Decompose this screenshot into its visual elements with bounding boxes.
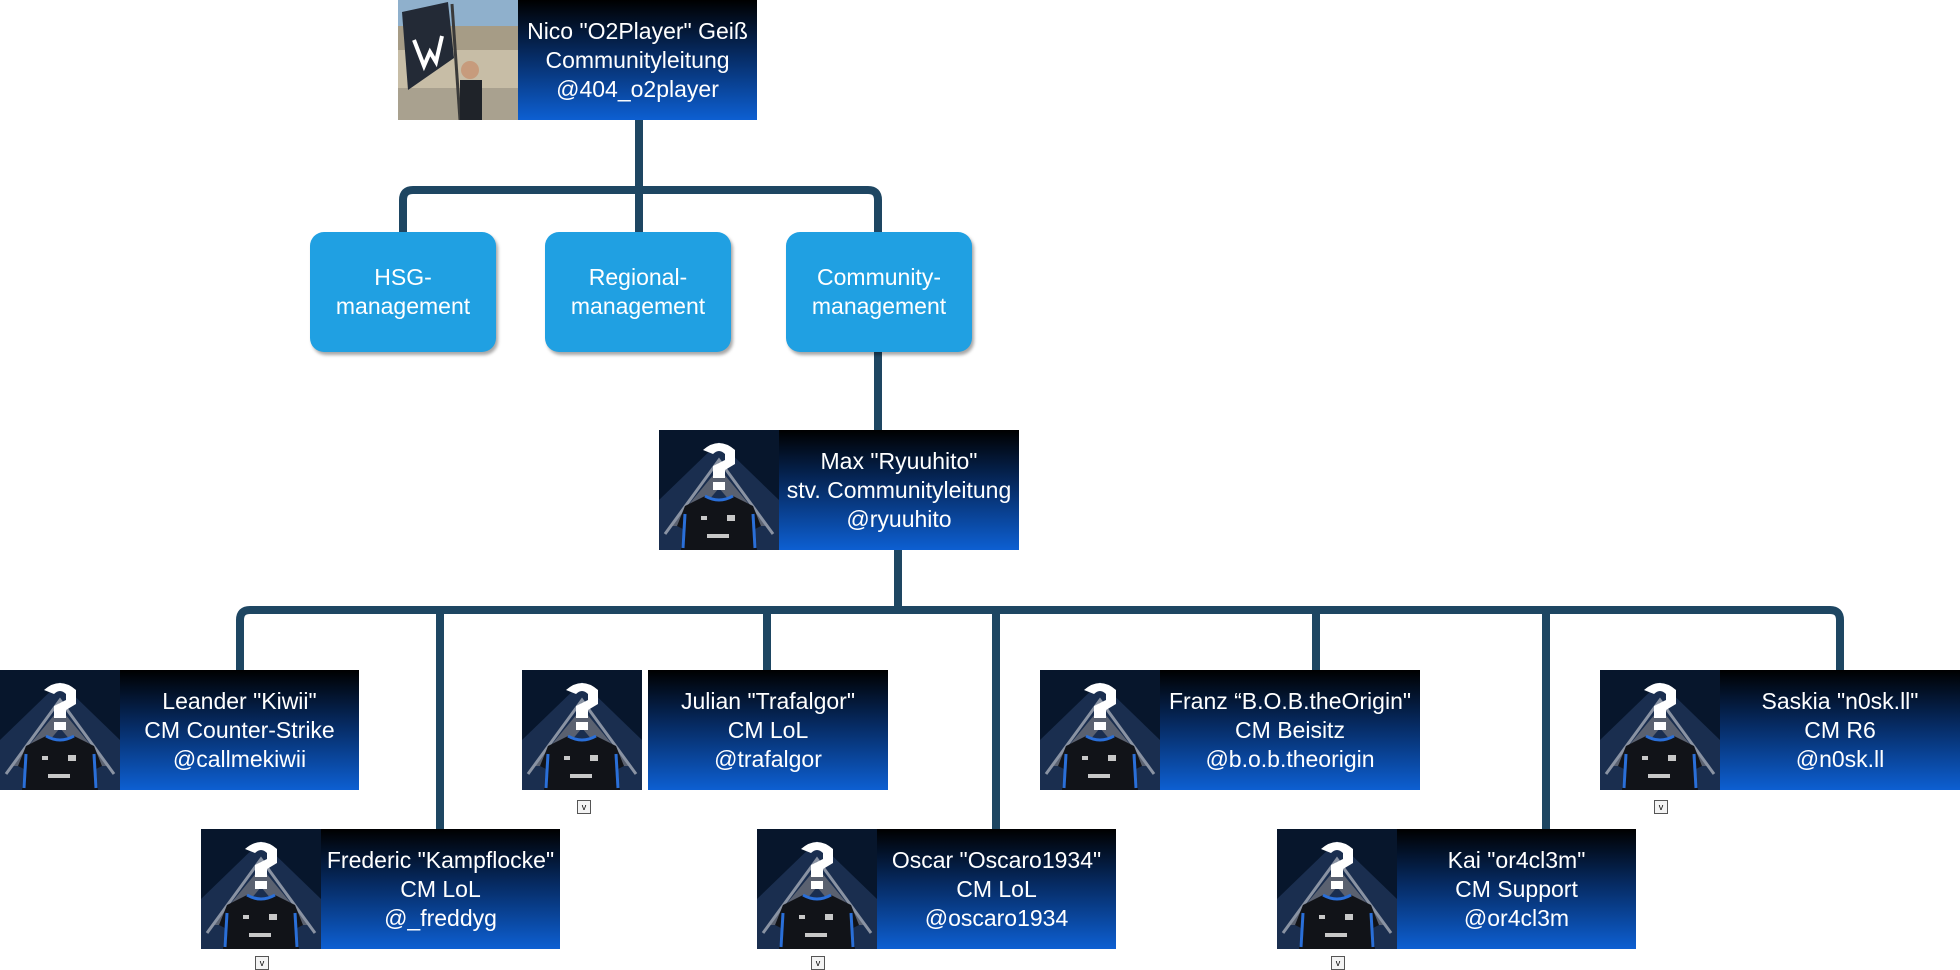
member-handle: @oscaro1934 [924,904,1069,931]
member-role: CM Counter-Strike [144,716,335,743]
member-card-frederic[interactable]: Frederic "Kampflocke" CM LoL @_freddyg [201,829,560,949]
member-name: Frederic "Kampflocke" [326,846,555,873]
leader-handle: @404_o2player [556,75,719,102]
connector-leader-community [639,186,882,232]
member-name: Oscar "Oscaro1934" [891,846,1102,873]
member-name: Franz “B.O.B.theOrigin" [1168,687,1412,714]
deputy-photo [659,430,779,550]
member-name: Kai "or4cl3m" [1447,846,1586,873]
placeholder-jersey-icon [522,670,642,790]
leader-card[interactable]: Nico "O2Player" Geiß Communityleitung @4… [398,0,757,120]
department-community-line2: management [811,293,947,319]
member-info: Frederic "Kampflocke" CM LoL @_freddyg [321,829,560,949]
placeholder-jersey-icon [201,829,321,949]
member-info: Saskia "n0sk.ll" CM R6 @n0sk.ll [1720,670,1960,790]
deputy-handle: @ryuuhito [846,505,952,532]
member-photo [1600,670,1720,790]
member-info: Leander "Kiwii" CM Counter-Strike @callm… [120,670,359,790]
placeholder-jersey-icon [0,670,120,790]
deputy-role: stv. Communityleitung [786,476,1012,503]
placeholder-jersey-icon [1040,670,1160,790]
expand-marker[interactable]: v [255,956,269,970]
member-photo [0,670,120,790]
leader-name: Nico "O2Player" Geiß [527,17,748,44]
member-info: Julian "Trafalgor" CM LoL @trafalgor [648,670,888,790]
expand-marker[interactable]: v [1654,800,1668,814]
member-card-kai[interactable]: Kai "or4cl3m" CM Support @or4cl3m [1277,829,1636,949]
member-role: CM Support [1455,875,1578,902]
deputy-info: Max "Ryuuhito" stv. Communityleitung @ry… [779,430,1019,550]
expand-marker[interactable]: v [577,800,591,814]
member-photo [1040,670,1160,790]
member-name: Saskia "n0sk.ll" [1761,687,1919,714]
department-hsg-line2: management [335,293,471,319]
member-info: Kai "or4cl3m" CM Support @or4cl3m [1397,829,1636,949]
placeholder-jersey-icon [1277,829,1397,949]
member-role: CM LoL [956,875,1037,902]
member-role: CM LoL [400,875,481,902]
member-handle: @n0sk.ll [1795,745,1885,772]
member-handle: @b.o.b.theorigin [1205,745,1375,772]
member-photo [522,670,642,790]
photo-gap [642,670,648,790]
leader-info: Nico "O2Player" Geiß Communityleitung @4… [518,0,757,120]
placeholder-jersey-icon [659,430,779,550]
department-regional-line2: management [570,293,706,319]
member-name: Leander "Kiwii" [162,687,317,714]
member-info: Oscar "Oscaro1934" CM LoL @oscaro1934 [877,829,1116,949]
member-photo [1277,829,1397,949]
connector-bus [236,606,1844,670]
connector-leader-hsg [399,120,643,232]
deputy-name: Max "Ryuuhito" [820,447,978,474]
member-role: CM LoL [727,716,809,743]
placeholder-jersey-icon [757,829,877,949]
member-role: CM Beisitz [1235,716,1345,743]
member-card-franz[interactable]: Franz “B.O.B.theOrigin" CM Beisitz @b.o.… [1040,670,1420,790]
member-info: Franz “B.O.B.theOrigin" CM Beisitz @b.o.… [1160,670,1420,790]
member-role: CM R6 [1804,716,1876,743]
member-card-leander[interactable]: Leander "Kiwii" CM Counter-Strike @callm… [0,670,359,790]
department-hsg-management[interactable]: HSG- management [310,232,496,352]
member-handle: @or4cl3m [1463,904,1570,931]
leader-photo [398,0,518,120]
deputy-card[interactable]: Max "Ryuuhito" stv. Communityleitung @ry… [659,430,1019,550]
member-card-julian[interactable]: Julian "Trafalgor" CM LoL @trafalgor [522,670,888,790]
expand-marker[interactable]: v [811,956,825,970]
member-card-oscar[interactable]: Oscar "Oscaro1934" CM LoL @oscaro1934 [757,829,1116,949]
department-community-line1: Community- [817,264,941,290]
placeholder-jersey-icon [1600,670,1720,790]
member-handle: @trafalgor [714,745,822,772]
member-photo [757,829,877,949]
leader-role: Communityleitung [545,46,730,73]
department-regional-management[interactable]: Regional- management [545,232,731,352]
member-handle: @_freddyg [384,904,497,931]
member-name: Julian "Trafalgor" [681,687,855,714]
member-handle: @callmekiwii [172,745,307,772]
department-regional-line1: Regional- [588,264,688,290]
department-community-management[interactable]: Community- management [786,232,972,352]
member-card-saskia[interactable]: Saskia "n0sk.ll" CM R6 @n0sk.ll [1600,670,1960,790]
expand-marker[interactable]: v [1331,956,1345,970]
member-photo [201,829,321,949]
department-hsg-line1: HSG- [374,264,432,290]
